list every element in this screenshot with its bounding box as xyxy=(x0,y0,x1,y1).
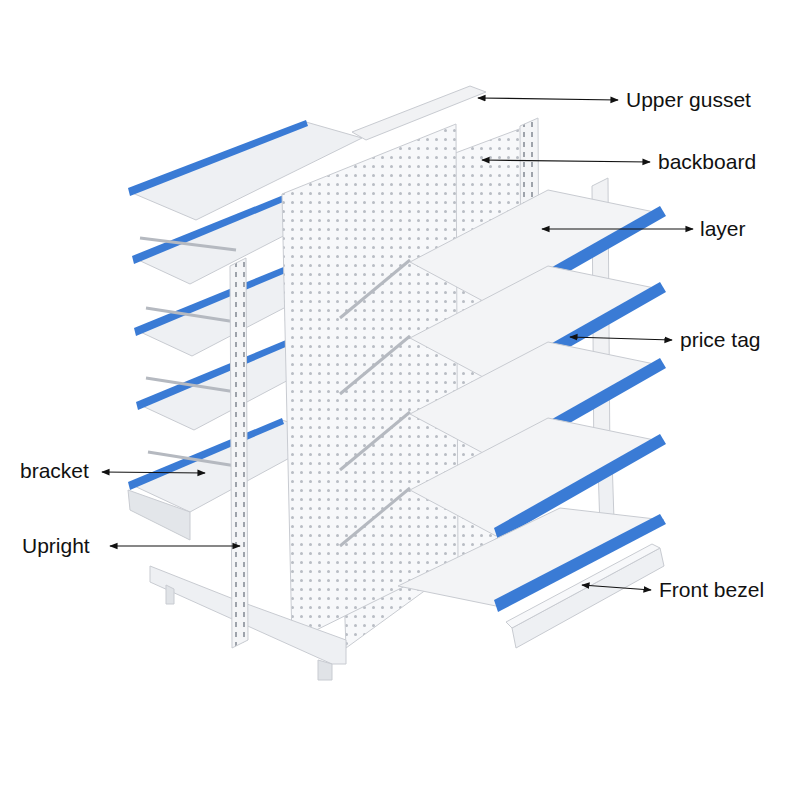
right-shelves xyxy=(340,190,666,612)
part-label: Upper gusset xyxy=(626,88,751,111)
part-label: bracket xyxy=(20,459,89,482)
part-label: price tag xyxy=(680,328,761,351)
part-label: layer xyxy=(700,217,746,240)
left-upright xyxy=(150,258,346,680)
front-bezel-top xyxy=(506,544,660,628)
upper-gusset xyxy=(352,86,486,140)
part-label: Front bezel xyxy=(659,578,764,601)
part-label: Upright xyxy=(22,534,90,557)
backboard-front xyxy=(282,124,458,642)
front-bezel xyxy=(512,548,664,648)
part-label: backboard xyxy=(658,150,756,173)
leader-lines xyxy=(102,98,693,590)
